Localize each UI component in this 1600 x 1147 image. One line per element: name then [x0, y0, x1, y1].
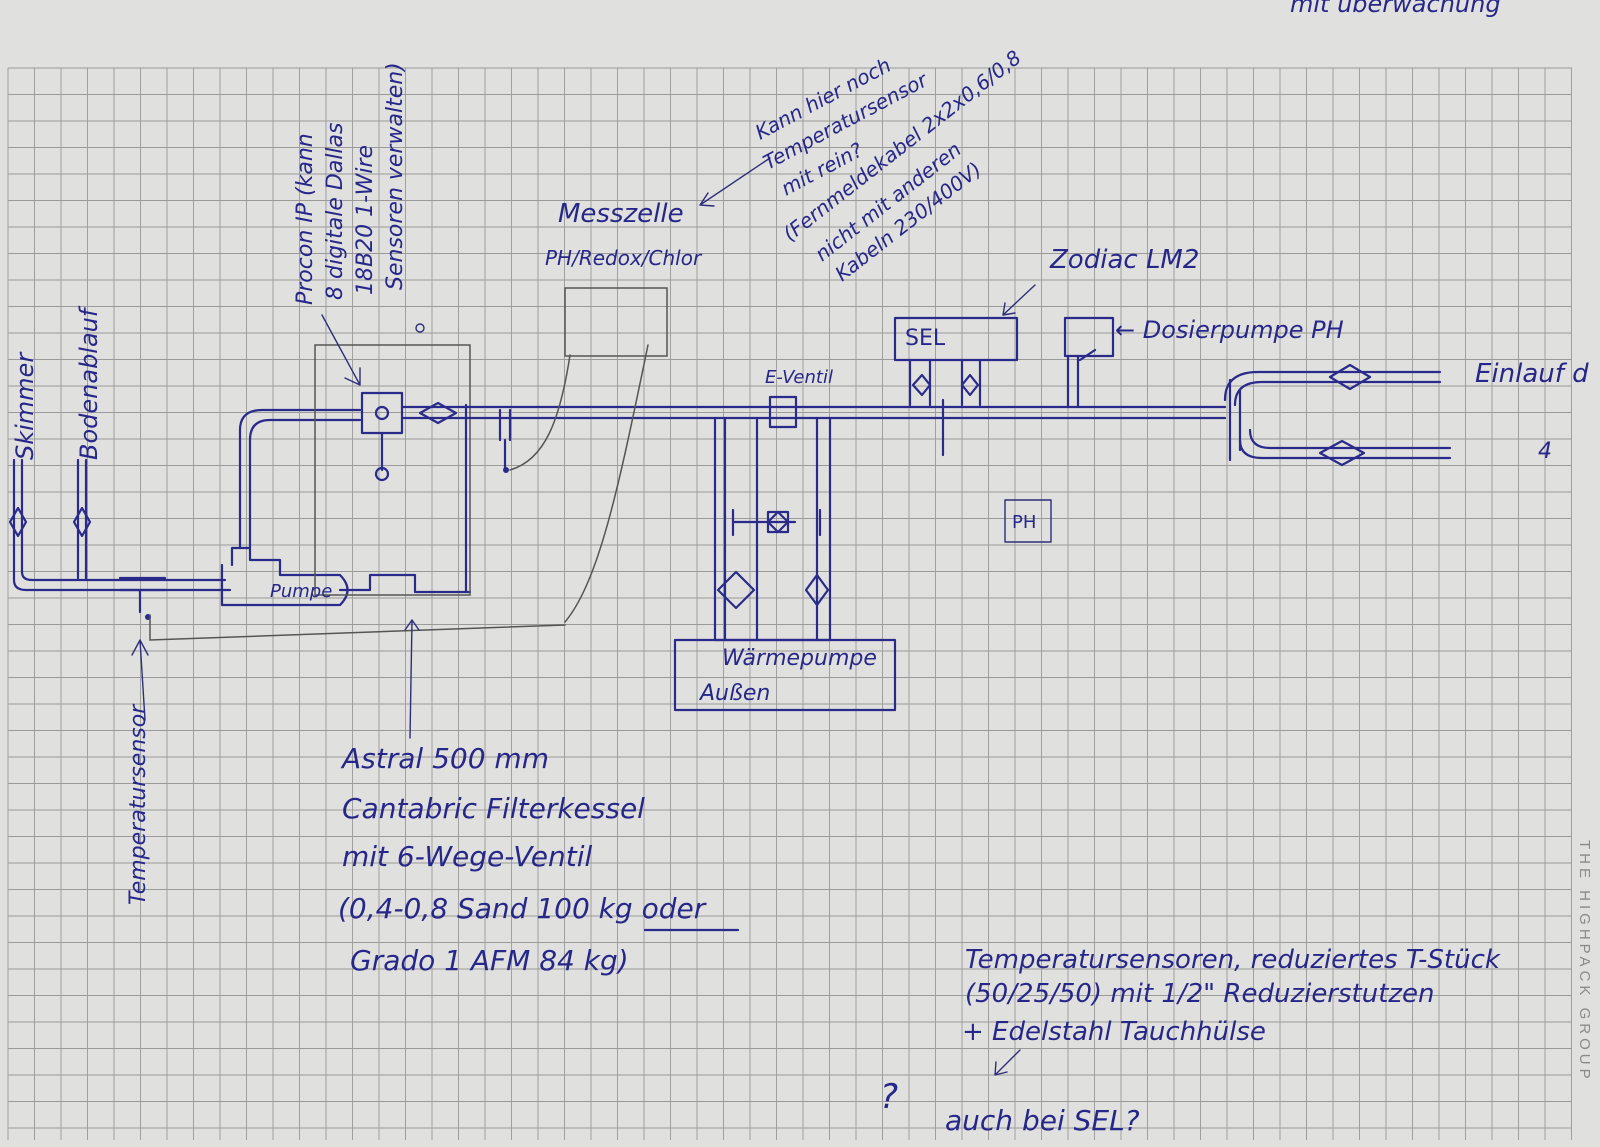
pumpe-label: Pumpe — [270, 581, 332, 602]
ph-canister — [1004, 499, 1052, 543]
temp-note-line3: + Edelstahl Tauchhülse — [962, 1017, 1266, 1047]
pipe-network — [8, 157, 1452, 1076]
waermepumpe-box — [673, 638, 897, 712]
question-mark: ? — [880, 1077, 898, 1117]
e-ventil-body — [768, 395, 798, 429]
astral-line1: Astral 500 mm — [340, 742, 549, 775]
filter-vessel-outline — [314, 344, 471, 596]
sel-label: SEL — [905, 326, 946, 351]
sel-box — [893, 316, 1019, 362]
bodenablauf-label: Bodenablauf — [75, 305, 103, 460]
procon-label-line4: Sensoren verwalten) — [383, 62, 408, 290]
temp-note-line2: (50/25/50) mit 1/2" Reduzierstutzen — [965, 979, 1435, 1009]
einlauf-label: Einlauf d — [1475, 359, 1589, 389]
auch-sel-note: auch bei SEL? — [945, 1104, 1140, 1137]
procon-label-line3: 18B20 1-Wire — [353, 145, 378, 295]
einlauf-4-label: 4 — [1538, 439, 1552, 464]
messzelle-subtitle: PH/Redox/Chlor — [545, 246, 703, 270]
top-right-note: mit überwachung — [1290, 0, 1501, 18]
waermepumpe-label: Wärmepumpe — [722, 646, 877, 671]
astral-line4: (0,4-0,8 Sand 100 kg oder — [338, 892, 707, 925]
astral-line2: Cantabric Filterkessel — [342, 792, 645, 825]
dosierpumpe-box — [1063, 316, 1115, 358]
messzelle-box — [564, 287, 668, 357]
aussen-label: Außen — [698, 681, 770, 706]
procon-label-line1: Procon IP (kann — [293, 133, 318, 305]
zodiac-label: Zodiac LM2 — [1049, 245, 1199, 275]
ph-label: PH — [1012, 512, 1036, 533]
skimmer-label: Skimmer — [11, 351, 39, 460]
astral-line3: mit 6-Wege-Ventil — [342, 840, 592, 873]
temp-note-line1: Temperatursensoren, reduziertes T-Stück — [965, 945, 1501, 975]
e-ventil-label: E-Ventil — [765, 367, 833, 388]
dosierpumpe-label: ← Dosierpumpe PH — [1115, 316, 1344, 344]
astral-line5: Grado 1 AFM 84 kg) — [350, 944, 629, 977]
procon-label-line2: 8 digitale Dallas — [323, 123, 348, 300]
temperatursensor-label: Temperatursensor — [126, 703, 151, 905]
brand-side-print: THE HIGHPACK GROUP — [1576, 840, 1593, 1083]
messzelle-title: Messzelle — [558, 199, 684, 229]
